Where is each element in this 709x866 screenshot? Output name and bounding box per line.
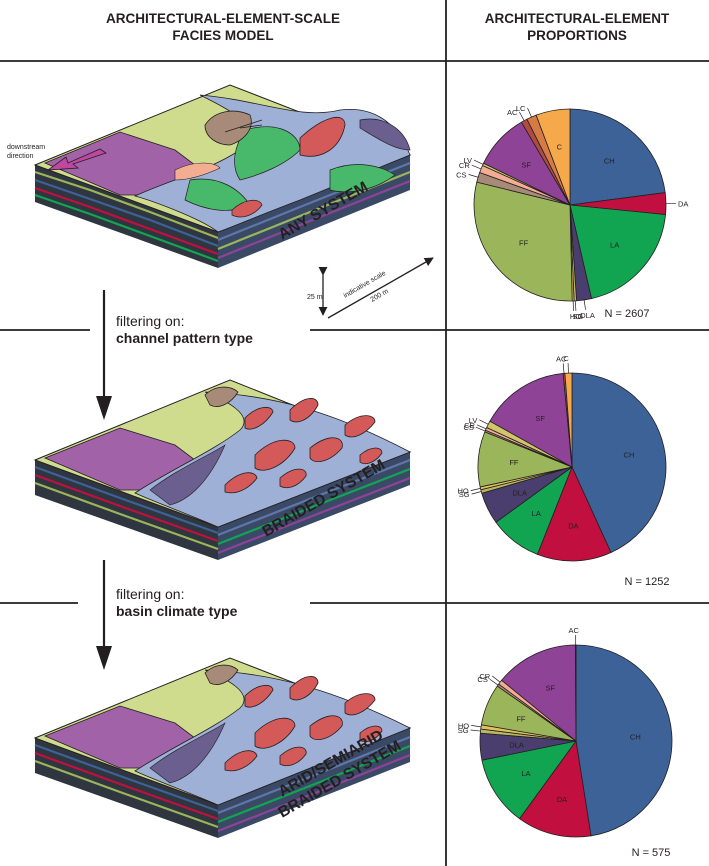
- pie-slice-sf: [501, 644, 577, 742]
- filter-1-prefix: filtering on:: [116, 313, 184, 329]
- pie-label-ho: HO: [570, 312, 581, 321]
- pie-slice-ff: [473, 181, 573, 302]
- pie-slice-la: [569, 204, 666, 300]
- pie-label-ac: AC: [507, 108, 518, 117]
- filter-arrow-1: [96, 290, 112, 420]
- pie-label-da: DA: [568, 521, 578, 530]
- pie-label-ff: FF: [519, 238, 529, 247]
- pie-leader-cs: [489, 678, 499, 686]
- pie-label-ch: CH: [604, 156, 615, 165]
- pie-leader-cs: [468, 174, 479, 178]
- pie-label-da: DA: [557, 795, 567, 804]
- pie-n-label-arid: N = 575: [632, 847, 671, 859]
- pie-slice-ac: [574, 644, 577, 742]
- pie-slice-ch: [569, 108, 666, 206]
- pie-label-lc: LC: [516, 104, 526, 113]
- indicative-scale: 25 m indicative scale 200 m: [307, 257, 434, 319]
- pie-label-cr: CR: [479, 672, 490, 681]
- pie-label-ac: AC: [568, 626, 579, 635]
- pie-slice-da: [536, 465, 612, 562]
- filter-2-value: basin climate type: [116, 603, 238, 619]
- pie-label-ch: CH: [624, 451, 635, 460]
- pie-label-la: LA: [610, 240, 619, 249]
- pie-label-c: C: [563, 354, 569, 363]
- pie-slice-la: [481, 740, 577, 820]
- pie-label-ho: HO: [457, 487, 468, 496]
- pie-label-cs: CS: [477, 675, 487, 684]
- pie-leader-lv: [473, 159, 484, 165]
- pie-leader-ho: [471, 725, 482, 728]
- pie-label-cr: CR: [459, 161, 470, 170]
- downstream-label-line1: downstream: [7, 144, 45, 151]
- pie-slice-sf: [489, 372, 573, 468]
- pie-leader-ho: [470, 488, 481, 491]
- pie-leader-cr: [476, 424, 487, 430]
- pie-label-sf: SF: [535, 414, 545, 423]
- pie-slice-da: [519, 739, 592, 838]
- pie-leader-dla: [583, 299, 586, 310]
- pie-leader-ac: [519, 111, 525, 121]
- pie-label-dla: DLA: [509, 741, 524, 750]
- left-header-line1: ARCHITECTURAL-ELEMENT-SCALE: [106, 11, 340, 26]
- pie-label-lv: LV: [469, 416, 478, 425]
- pie-label-cs: CS: [463, 423, 473, 432]
- filter-arrow-2: [96, 560, 112, 670]
- pie-slice-ch: [571, 372, 667, 554]
- pie-label-ac: AC: [556, 354, 567, 363]
- pie-n-label-any: N = 2607: [605, 308, 650, 320]
- pie-label-dla: DLA: [580, 311, 595, 320]
- block-diagram-any-system: [33, 84, 412, 268]
- pie-label-ff: FF: [509, 458, 519, 467]
- pie-label-ch: CH: [630, 732, 641, 741]
- pie-leader-cr: [492, 675, 501, 683]
- scale-vertical-label: 25 m: [307, 294, 323, 301]
- pie-label-sf: SF: [521, 161, 531, 170]
- pie-label-ho: HO: [458, 721, 469, 730]
- right-header-line2: PROPORTIONS: [527, 28, 627, 43]
- pie-slice-ch: [575, 644, 673, 837]
- pie-leader-cr: [471, 164, 482, 170]
- pie-label-dla: DLA: [512, 489, 527, 498]
- pie-label-sf: SF: [546, 683, 556, 692]
- right-header-line1: ARCHITECTURAL-ELEMENT: [485, 11, 670, 26]
- block-diagram-arid-braided-system: [33, 657, 412, 838]
- pie-slice-c: [535, 108, 571, 206]
- scale-horizontal-label: 200 m: [370, 288, 390, 304]
- pie-label-sg: SG: [459, 490, 470, 499]
- pie-leader-cs: [475, 426, 486, 432]
- downstream-label-line2: direction: [7, 153, 34, 160]
- pie-leader-lc: [527, 107, 532, 118]
- pie-leader-sg: [470, 729, 481, 732]
- pie-leader-sg: [574, 300, 577, 311]
- filter-1-value: channel pattern type: [116, 330, 253, 346]
- pie-label-sg: SG: [458, 726, 469, 735]
- pie-label-ff: FF: [516, 714, 526, 723]
- pie-label-la: LA: [532, 509, 541, 518]
- pie-leader-ac: [562, 363, 565, 374]
- pie-label-la: LA: [521, 769, 530, 778]
- pie-n-label-braided: N = 1252: [625, 576, 670, 588]
- filter-2-prefix: filtering on:: [116, 586, 184, 602]
- pie-label-cr: CR: [464, 421, 475, 430]
- left-header-line2: FACIES MODEL: [172, 28, 273, 43]
- pie-leader-lv: [479, 419, 489, 425]
- pie-label-da: DA: [678, 199, 688, 208]
- pie-label-c: C: [557, 142, 563, 151]
- pie-label-lv: LV: [463, 156, 472, 165]
- pie-leader-sg: [471, 491, 482, 495]
- pie-label-sg: SG: [572, 312, 583, 321]
- downstream-arrow: downstream direction: [7, 144, 107, 171]
- pie-label-cs: CS: [456, 170, 466, 179]
- block-diagram-braided-system: [33, 379, 412, 560]
